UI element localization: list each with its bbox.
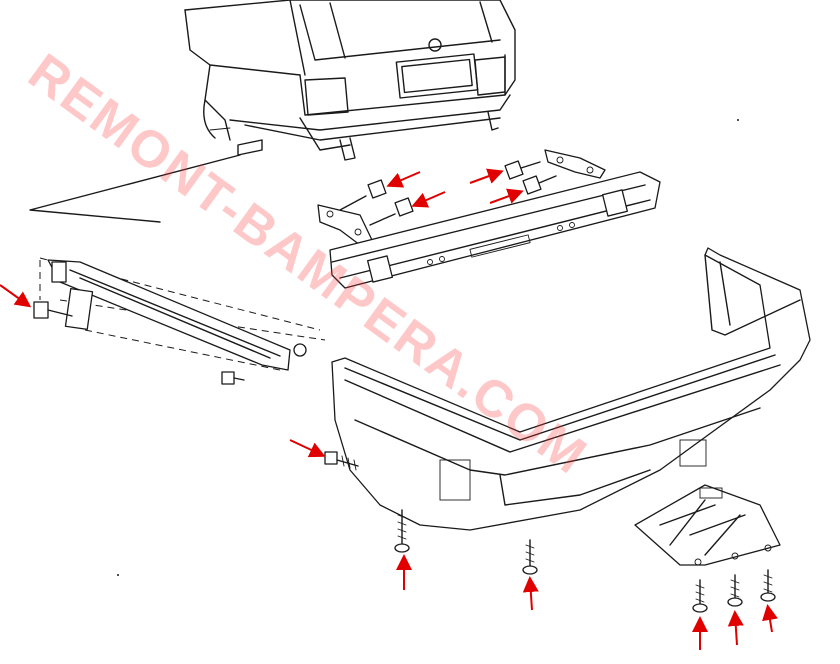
bolt-upper-1 bbox=[339, 179, 387, 211]
reinforcement-bracket-right bbox=[544, 149, 606, 179]
arrow-8 bbox=[522, 576, 539, 611]
screw-side-bumper bbox=[324, 451, 359, 471]
arrow-3 bbox=[411, 191, 446, 208]
bolt-upper-3 bbox=[504, 160, 541, 180]
arrow-6 bbox=[289, 439, 326, 458]
screw-4 bbox=[727, 574, 743, 607]
bolt-upper-4 bbox=[522, 175, 557, 195]
leader-line bbox=[29, 154, 241, 223]
car-rear-view bbox=[184, 0, 516, 161]
bumper-cover bbox=[331, 247, 811, 531]
screw-3 bbox=[692, 579, 708, 613]
reinforcement-bracket-left bbox=[317, 204, 373, 246]
arrow-1 bbox=[0, 284, 32, 308]
screw-5 bbox=[760, 569, 776, 602]
arrow-4 bbox=[469, 168, 504, 184]
screw-1 bbox=[394, 509, 410, 553]
arrow-11 bbox=[762, 604, 778, 633]
arrows bbox=[0, 168, 778, 650]
bumper-reinforcement-beam bbox=[329, 171, 661, 289]
screw-2 bbox=[522, 539, 538, 575]
arrow-5 bbox=[489, 188, 524, 204]
arrow-10 bbox=[727, 610, 744, 646]
lower-skid-plate bbox=[634, 484, 781, 566]
clip-side-2 bbox=[293, 343, 307, 357]
clip-side-3 bbox=[221, 371, 245, 385]
bolt-upper-2 bbox=[369, 197, 414, 226]
arrow-2 bbox=[386, 171, 421, 188]
bolt-side-1 bbox=[33, 301, 73, 319]
side-guide-bracket bbox=[39, 257, 326, 371]
